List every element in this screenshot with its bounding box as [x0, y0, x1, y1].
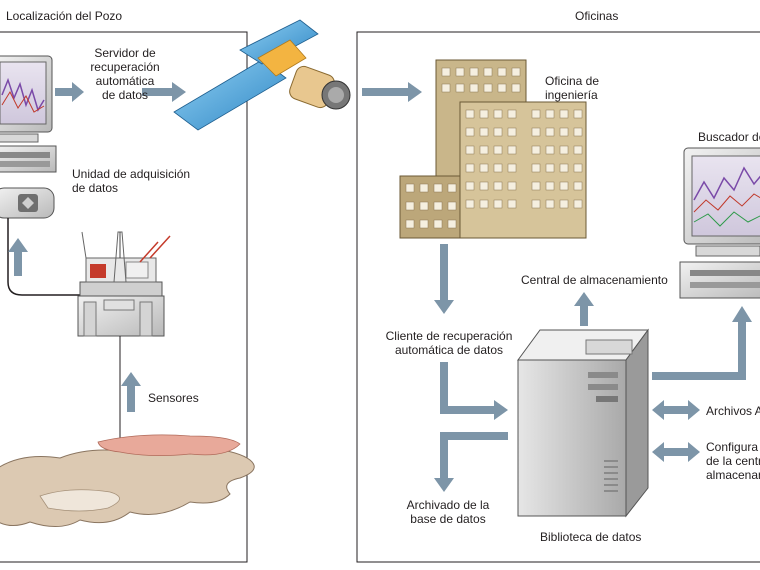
subsurface-terrain	[0, 434, 255, 527]
engineering-office-building-icon	[399, 59, 587, 239]
arrow-server-to-satellite	[142, 82, 186, 102]
office-label-line-1: Oficina de	[545, 74, 600, 88]
storage-config-label: Configura de la centr almacenam	[706, 440, 760, 482]
arrow-library-config-bidirectional	[652, 442, 700, 462]
arrow-office-to-client	[434, 244, 454, 314]
satellite-icon	[173, 19, 351, 131]
office-label-line-2: ingeniería	[545, 88, 598, 102]
arrow-satellite-to-office	[362, 82, 422, 102]
sensors-label: Sensores	[148, 391, 199, 405]
central-storage-label: Central de almacenamiento	[521, 273, 668, 287]
arrow-client-to-library	[440, 362, 508, 420]
arrow-unit-to-computer	[8, 238, 28, 276]
arrow-library-to-archive	[434, 432, 508, 492]
acquisition-label-line-2: de datos	[72, 181, 119, 195]
files-label: Archivos A	[706, 404, 760, 418]
data-library-server-icon	[517, 328, 649, 518]
arrow-sensors-up	[121, 372, 141, 412]
arrow-library-to-storage	[574, 292, 594, 326]
well-site-panel	[0, 31, 248, 563]
acquisition-unit-icon	[0, 187, 55, 219]
config-label-line-2: de la centr	[706, 454, 760, 468]
oil-platform-icon	[77, 231, 171, 337]
client-label-line-2: automática de datos	[394, 343, 504, 357]
retrieval-client-label: Cliente de recuperación automática de da…	[379, 329, 519, 357]
offices-title: Oficinas	[575, 9, 619, 23]
arrow-library-to-browser	[652, 306, 752, 380]
config-label-line-1: Configura	[706, 440, 759, 454]
signal-cable	[7, 218, 85, 296]
server-label-line-2: recuperación	[90, 60, 160, 74]
acquisition-label-line-1: Unidad de adquisición	[72, 167, 191, 181]
well-computer-icon	[0, 55, 57, 173]
server-label: Servidor de recuperación automática de d…	[78, 46, 172, 102]
well-site-title: Localización del Pozo	[6, 9, 123, 23]
server-label-line-3: automática	[95, 74, 155, 88]
arrow-library-files-bidirectional	[652, 400, 700, 420]
browser-computer-icon	[679, 147, 760, 299]
database-archive-label: Archivado de la base de datos	[398, 498, 498, 526]
archive-label-line-2: base de datos	[410, 512, 486, 526]
server-label-line-1: Servidor de	[94, 46, 156, 60]
config-label-line-3: almacenam	[706, 468, 760, 482]
acquisition-unit-label: Unidad de adquisición de datos	[72, 167, 190, 195]
archive-label-line-1: Archivado de la	[406, 498, 490, 512]
offices-panel	[356, 31, 760, 563]
server-label-line-4: de datos	[101, 88, 149, 102]
arrow-computer-to-server	[55, 82, 84, 102]
browser-label: Buscador de	[698, 130, 760, 144]
engineering-office-label: Oficina de ingeniería	[545, 74, 599, 102]
client-label-line-1: Cliente de recuperación	[385, 329, 513, 343]
data-library-label: Biblioteca de datos	[540, 530, 642, 544]
